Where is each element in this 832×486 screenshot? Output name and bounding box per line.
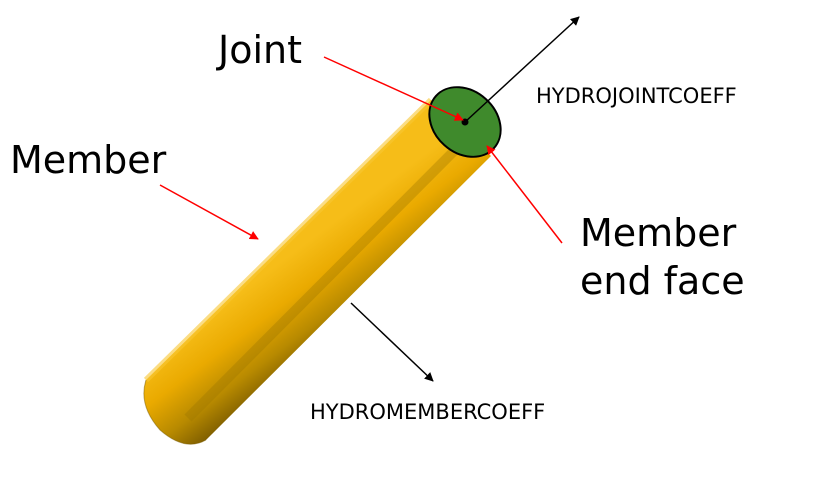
member-end-face-label: Member end face [580, 209, 745, 305]
member-end-face-label-line2: end face [580, 259, 745, 303]
end-face-pointer-arrow [486, 145, 563, 244]
member-label: Member [10, 138, 167, 182]
hydro-joint-coeff-label: HYDROJOINTCOEFF [536, 84, 737, 108]
member-pointer-arrow [159, 184, 259, 240]
member-normal-arrow [350, 302, 434, 382]
joint-pointer-arrow [323, 56, 464, 121]
joint-label: Joint [218, 28, 302, 72]
hydro-member-coeff-label: HYDROMEMBERCOEFF [310, 400, 546, 424]
member-cylinder [143, 97, 491, 445]
member-end-face-label-line1: Member [580, 211, 737, 255]
joint-normal-arrow [464, 16, 580, 123]
